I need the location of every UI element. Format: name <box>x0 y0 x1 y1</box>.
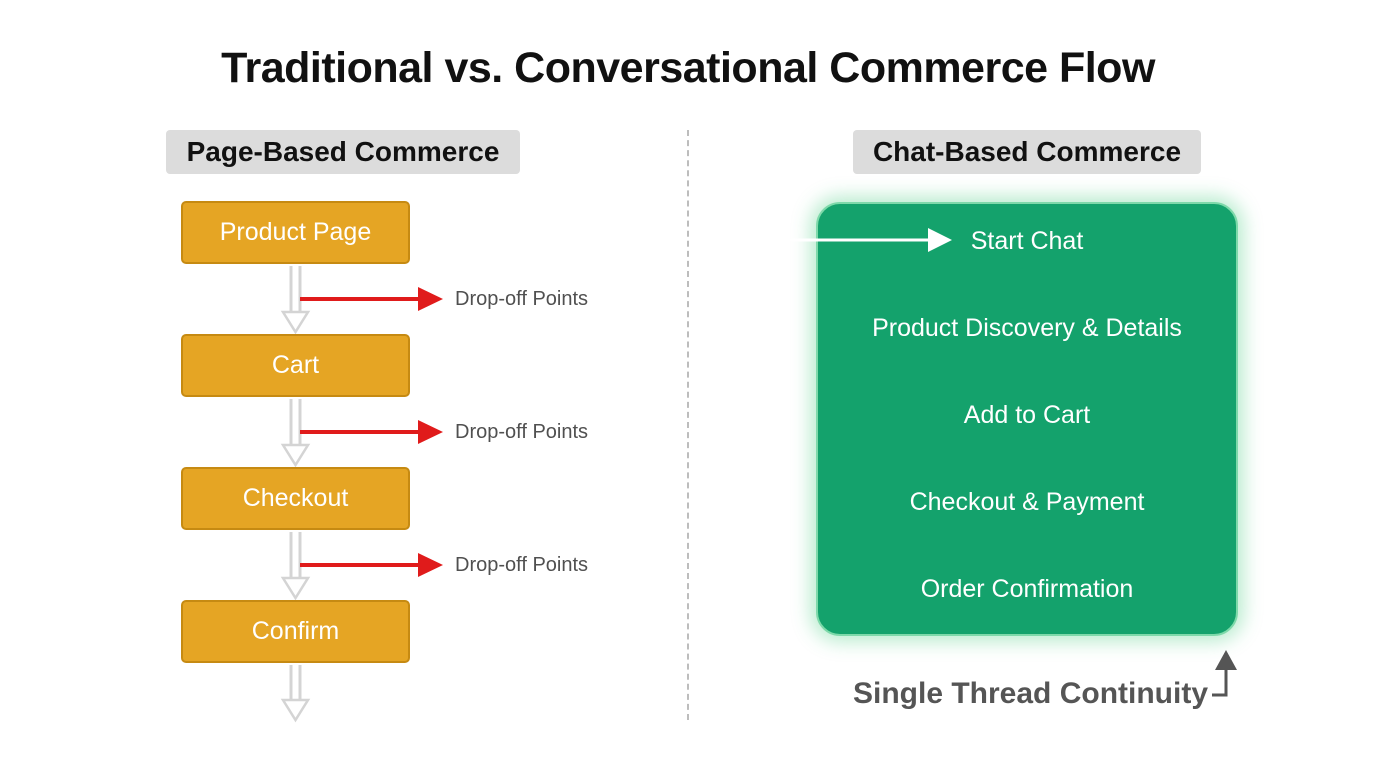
down-arrow <box>280 266 311 335</box>
dropoff-arrow <box>300 553 443 577</box>
continuity-arrow-icon <box>1212 650 1237 697</box>
step-cart: Cart <box>181 334 410 397</box>
dropoff-label: Drop-off Points <box>455 288 589 310</box>
down-arrow <box>280 665 311 723</box>
chat-flow-box: Start Chat Product Discovery & Details A… <box>816 202 1238 636</box>
chat-step-start-chat: Start Chat <box>970 227 1084 255</box>
chat-step-checkout-payment: Checkout & Payment <box>909 488 1145 516</box>
single-thread-continuity-label: Single Thread Continuity <box>853 677 1209 710</box>
down-arrow <box>280 399 311 468</box>
entry-arrow <box>784 228 952 252</box>
dropoff-arrow <box>300 420 443 444</box>
step-confirm: Confirm <box>181 600 410 663</box>
dropoff-label: Drop-off Points <box>455 421 589 443</box>
step-checkout: Checkout <box>181 467 410 530</box>
chat-step-add-to-cart: Add to Cart <box>963 401 1091 429</box>
page-based-label: Page-Based Commerce <box>166 130 520 174</box>
page-title: Traditional vs. Conversational Commerce … <box>221 44 1155 92</box>
chat-based-label: Chat-Based Commerce <box>853 130 1201 174</box>
step-product-page: Product Page <box>181 201 410 264</box>
down-arrow <box>280 532 311 601</box>
panel-divider <box>687 130 689 720</box>
dropoff-label: Drop-off Points <box>455 554 589 576</box>
dropoff-arrow <box>300 287 443 311</box>
chat-step-order-confirmation: Order Confirmation <box>920 575 1134 603</box>
chat-step-product-discovery: Product Discovery & Details <box>872 314 1182 342</box>
